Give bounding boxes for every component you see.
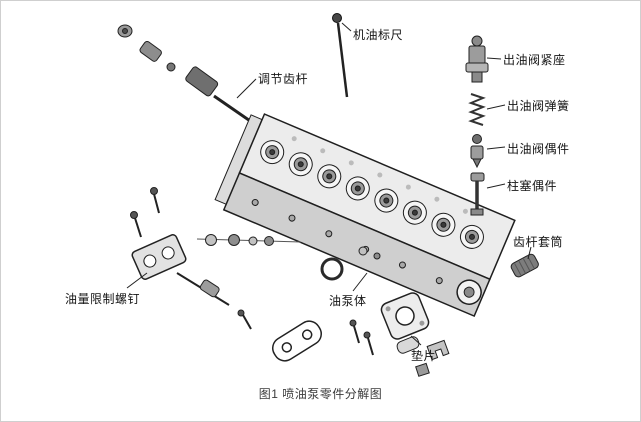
- gasket-plate-drawing: [271, 320, 323, 362]
- leader-lines: [126, 22, 532, 346]
- label-plunger-pair: 柱塞偶件: [507, 179, 558, 193]
- label-shim: 垫片: [411, 349, 437, 363]
- delivery-valve-spring-drawing: [468, 93, 486, 126]
- label-delivery-valve-spring: 出油阀弹簧: [507, 99, 570, 113]
- delivery-valve-pair-drawing: [470, 134, 484, 169]
- oring-drawing: [320, 246, 381, 281]
- dipstick-drawing: [332, 13, 349, 98]
- gasket-screws-drawing: [349, 319, 374, 356]
- adjust-rack-drawing: [117, 24, 286, 146]
- label-dipstick: 机油标尺: [353, 28, 404, 42]
- label-pump-body: 油泵体: [329, 294, 367, 308]
- label-fuel-limit-screw: 油量限制螺钉: [65, 292, 141, 306]
- fuel-limit-screw-drawing: [130, 187, 302, 330]
- clamp-drawing: [426, 339, 450, 361]
- label-delivery-valve-seat: 出油阀紧座: [503, 53, 566, 67]
- pump-body-drawing: [214, 113, 516, 318]
- delivery-valve-seat-drawing: [465, 35, 489, 83]
- plunger-pair-drawing: [470, 172, 485, 216]
- figure-caption: 图1 喷油泵零件分解图: [258, 387, 383, 401]
- rack-sleeve-drawing: [510, 253, 539, 278]
- shim-drawing: [396, 336, 420, 354]
- small-part-drawing: [415, 362, 430, 377]
- flange-drawing: [380, 292, 430, 340]
- label-delivery-valve-pair: 出油阀偶件: [507, 142, 570, 156]
- label-rack-sleeve: 齿杆套筒: [513, 235, 564, 249]
- label-adjust-rack: 调节齿杆: [258, 72, 309, 86]
